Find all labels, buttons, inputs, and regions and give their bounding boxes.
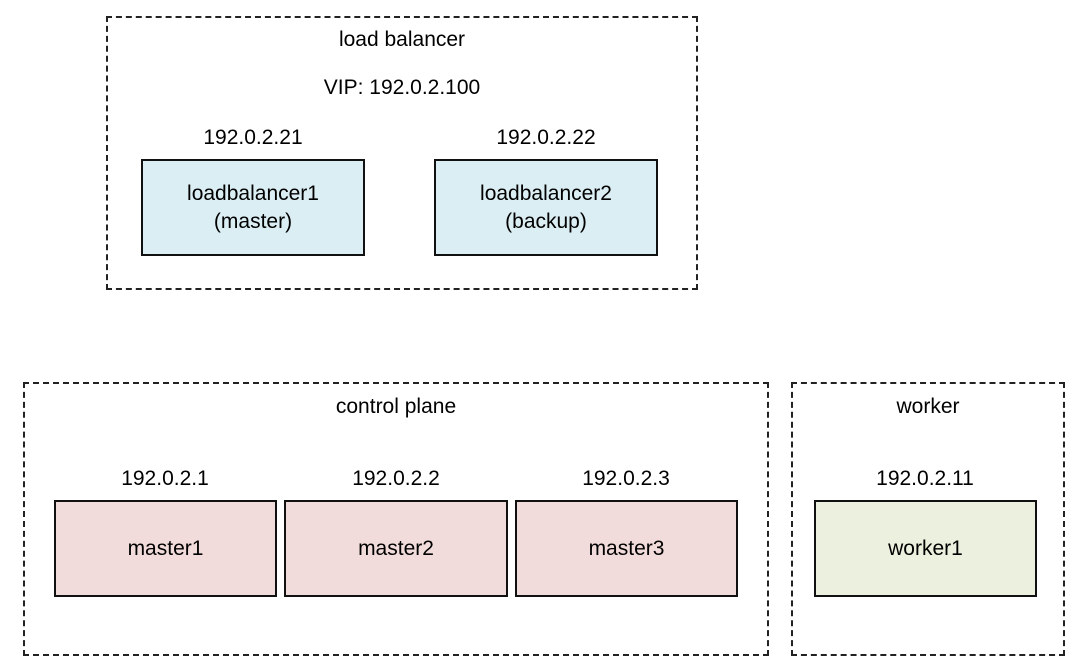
- loadbalancer2-name: loadbalancer2: [480, 181, 612, 205]
- control-plane-title: control plane: [335, 395, 457, 418]
- loadbalancer1-ip: 192.0.2.21: [203, 126, 303, 149]
- worker1-node: worker1: [814, 500, 1037, 597]
- vip-label: VIP: 192.0.2.100: [323, 76, 481, 99]
- master1-ip: 192.0.2.1: [121, 467, 209, 490]
- master2-name: master2: [358, 536, 434, 560]
- control-plane-group: [23, 382, 769, 656]
- master2-ip: 192.0.2.2: [352, 467, 440, 490]
- worker1-ip: 192.0.2.11: [876, 467, 974, 490]
- master3-node: master3: [515, 500, 738, 597]
- master1-node: master1: [54, 500, 277, 597]
- worker-group: [791, 382, 1065, 656]
- master1-name: master1: [127, 536, 204, 560]
- load-balancer-title: load balancer: [338, 28, 466, 51]
- load-balancer-group: [106, 16, 698, 290]
- loadbalancer1-role: (master): [213, 209, 293, 233]
- loadbalancer2-node: loadbalancer2 (backup): [434, 159, 658, 256]
- master3-name: master3: [588, 536, 665, 560]
- worker-title: worker: [896, 395, 960, 418]
- master3-ip: 192.0.2.3: [582, 467, 670, 490]
- worker1-name: worker1: [888, 536, 963, 560]
- loadbalancer2-role: (backup): [505, 209, 587, 233]
- loadbalancer1-node: loadbalancer1 (master): [141, 159, 365, 256]
- loadbalancer2-ip: 192.0.2.22: [496, 126, 596, 149]
- loadbalancer1-name: loadbalancer1: [187, 181, 319, 205]
- master2-node: master2: [284, 500, 508, 597]
